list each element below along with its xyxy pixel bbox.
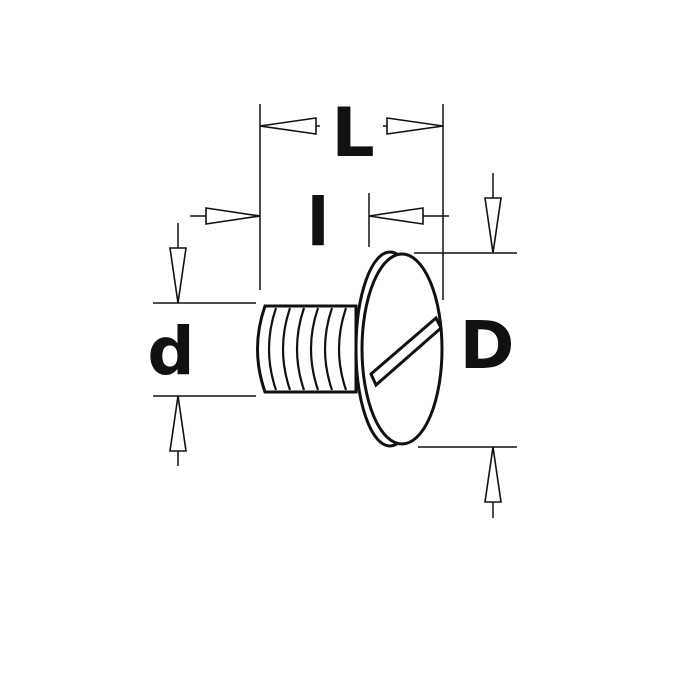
label-l: l	[307, 184, 330, 261]
label-L: L	[331, 94, 374, 173]
screw-drawing	[256, 250, 444, 448]
arrow-d-bottom	[169, 395, 187, 452]
label-D: D	[460, 307, 515, 384]
label-d: d	[147, 313, 194, 390]
screw-head	[354, 250, 444, 448]
dimension-l: l	[190, 184, 449, 261]
arrow-D-bottom	[484, 446, 502, 503]
arrow-L-left	[259, 117, 317, 135]
arrow-d-top	[169, 247, 187, 304]
dimension-d: d	[147, 223, 256, 466]
arrow-l-right	[368, 207, 424, 225]
screw-slot	[369, 315, 443, 388]
dimension-L: L	[259, 94, 444, 300]
dimension-D: D	[414, 173, 517, 518]
arrow-l-left	[205, 207, 261, 225]
arrow-D-top	[484, 197, 502, 254]
thread-shank	[256, 304, 358, 394]
arrow-L-right	[386, 117, 444, 135]
